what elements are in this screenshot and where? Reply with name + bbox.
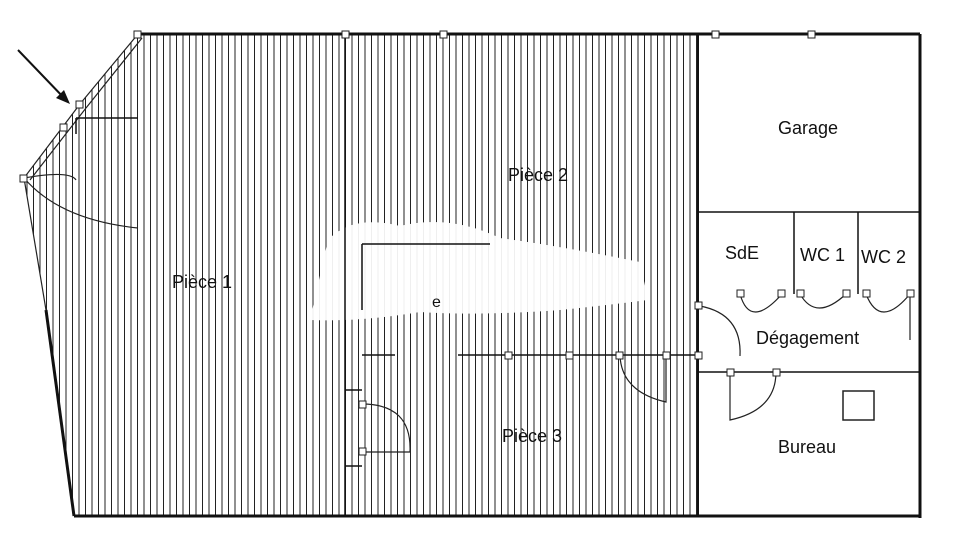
handle-markers [19,30,915,456]
door-swings [23,173,911,453]
room-label-degagement: Dégagement [756,328,859,348]
room-label-garage: Garage [778,118,838,138]
outer-walls [23,32,922,518]
watermark [310,222,648,321]
interior-walls [75,34,920,516]
room-label-wc1: WC 1 [800,245,845,265]
room-label-piece3: Pièce 3 [502,426,562,446]
bureau-fixture [842,390,875,421]
arrow-icon [17,49,70,104]
room-label-sde: SdE [725,243,759,263]
room-label-piece1: Pièce 1 [172,272,232,292]
room-label-piece2: Pièce 2 [508,165,568,185]
watermark-fragment: e [432,294,441,311]
room-label-wc2: WC 2 [861,247,906,267]
room-label-bureau: Bureau [778,437,836,457]
